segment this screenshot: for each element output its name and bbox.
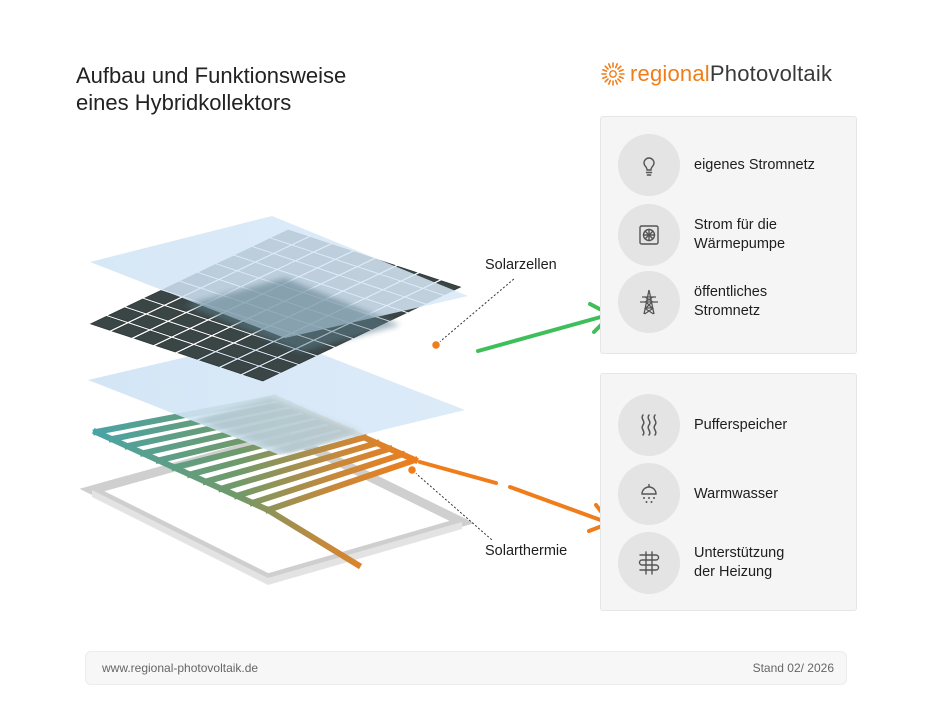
brand-logo[interactable]: regionalPhotovoltaik <box>600 60 832 88</box>
label-line-1: öffentliches <box>694 284 768 300</box>
heat-item-hot-water: Warmwasser <box>618 463 854 525</box>
heat-usage-panel: Pufferspeicher Warmwasser Unterstützung <box>600 373 857 611</box>
cell-reflection <box>185 278 400 352</box>
solar-cell <box>147 305 185 321</box>
solar-cell <box>173 329 211 344</box>
solar-cell <box>107 307 145 323</box>
callout-label-solarthermie: Solarthermie <box>485 543 568 559</box>
power-pylon-icon-circle <box>618 271 680 333</box>
label-line-1: Unterstützung <box>694 545 785 561</box>
label-line-1: eigenes Stromnetz <box>694 156 815 173</box>
heat-item-label: Unterstützung der Heizung <box>694 544 854 582</box>
lightbulb-icon <box>643 157 655 176</box>
solar-cell <box>279 349 316 365</box>
shower-icon <box>641 484 657 503</box>
heat-pump-icon <box>639 225 659 245</box>
power-item-public-grid: öffentliches Stromnetz <box>618 271 854 333</box>
solar-cell <box>177 344 215 360</box>
radiator-coil-icon-circle <box>618 532 680 594</box>
pipe-reflection <box>195 398 360 455</box>
label-line-1: Strom für die <box>694 217 777 233</box>
solar-cell <box>195 336 233 352</box>
label-line-2: Stromnetz <box>694 303 761 319</box>
heat-output-arrow <box>418 460 612 533</box>
solar-cell <box>238 350 276 366</box>
heat-pump-icon-circle <box>618 204 680 266</box>
heat-waves-icon <box>641 414 657 436</box>
callout-dot-solarzellen <box>430 339 442 351</box>
solar-cell <box>133 330 171 346</box>
pipe-rung <box>201 433 368 486</box>
title-line-2: eines Hybridkollektors <box>76 90 292 115</box>
label-line-2: Wärmepumpe <box>694 236 786 252</box>
solar-cell <box>213 327 251 343</box>
radiator-coil-icon <box>638 551 660 575</box>
label-line-1: Warmwasser <box>694 485 779 502</box>
power-item-label: öffentliches Stromnetz <box>694 283 854 321</box>
solar-cell <box>89 315 127 331</box>
pipe-rung <box>264 456 419 514</box>
brand-name-part2: Photovoltaik <box>709 61 833 86</box>
solar-cell <box>129 314 167 330</box>
label-line-1: Pufferspeicher <box>694 416 788 433</box>
brand-name-part1: regional <box>630 61 710 86</box>
solar-cell <box>125 298 163 314</box>
label-line-2: der Heizung <box>694 564 773 580</box>
solar-cell <box>198 352 236 367</box>
solar-cell <box>217 343 255 359</box>
pipe-rung <box>217 439 381 493</box>
callout-line-solarzellen <box>435 277 516 346</box>
solar-cell <box>111 323 149 338</box>
callout-label-solarzellen: Solarzellen <box>485 257 557 273</box>
solar-cell <box>151 321 189 337</box>
pipe-rung <box>248 450 407 507</box>
solar-cell <box>260 358 298 373</box>
page-title: Aufbau und Funktionsweise eines Hybridko… <box>76 62 346 116</box>
glass-pane-lower <box>88 336 465 455</box>
title-line-1: Aufbau und Funktionsweise <box>76 63 347 88</box>
footer-bar: www.regional-photovoltaik.de Stand 02/ 2… <box>85 651 847 685</box>
callout-line-solarthermie <box>411 469 493 541</box>
heat-item-label: Warmwasser <box>694 485 854 504</box>
power-item-heat-pump: Strom für die Wärmepumpe <box>618 204 854 266</box>
solar-cell <box>155 337 193 353</box>
power-item-own-grid: eigenes Stromnetz <box>618 134 854 196</box>
heat-item-label: Pufferspeicher <box>694 416 854 435</box>
glass-pane-upper <box>90 216 468 338</box>
power-item-label: eigenes Stromnetz <box>694 156 854 175</box>
pipe-outlet <box>263 505 363 570</box>
lightbulb-icon-circle <box>618 134 680 196</box>
callout-dot-solarthermie <box>406 464 418 476</box>
solar-cell <box>220 359 258 375</box>
heat-waves-icon-circle <box>618 394 680 456</box>
solar-cell <box>169 313 207 328</box>
heat-item-buffer-storage: Pufferspeicher <box>618 394 854 456</box>
sun-icon <box>601 62 625 86</box>
solar-cell <box>242 366 280 382</box>
heat-item-heating-support: Unterstützung der Heizung <box>618 532 854 594</box>
solar-cell <box>191 320 229 336</box>
shower-icon-circle <box>618 463 680 525</box>
pipe-rung <box>232 444 394 500</box>
solar-thermal-absorber <box>92 394 419 570</box>
footer-url-link[interactable]: www.regional-photovoltaik.de <box>102 661 259 675</box>
power-pylon-icon <box>640 289 658 315</box>
power-usage-panel: eigenes Stromnetz Strom für die Wärmepum… <box>600 116 857 354</box>
power-output-arrow <box>476 302 613 353</box>
brand-name: regionalPhotovoltaik <box>630 61 832 87</box>
solar-cell <box>235 334 273 350</box>
footer-date: Stand 02/ 2026 <box>752 661 834 675</box>
power-item-label: Strom für die Wärmepumpe <box>694 216 854 254</box>
